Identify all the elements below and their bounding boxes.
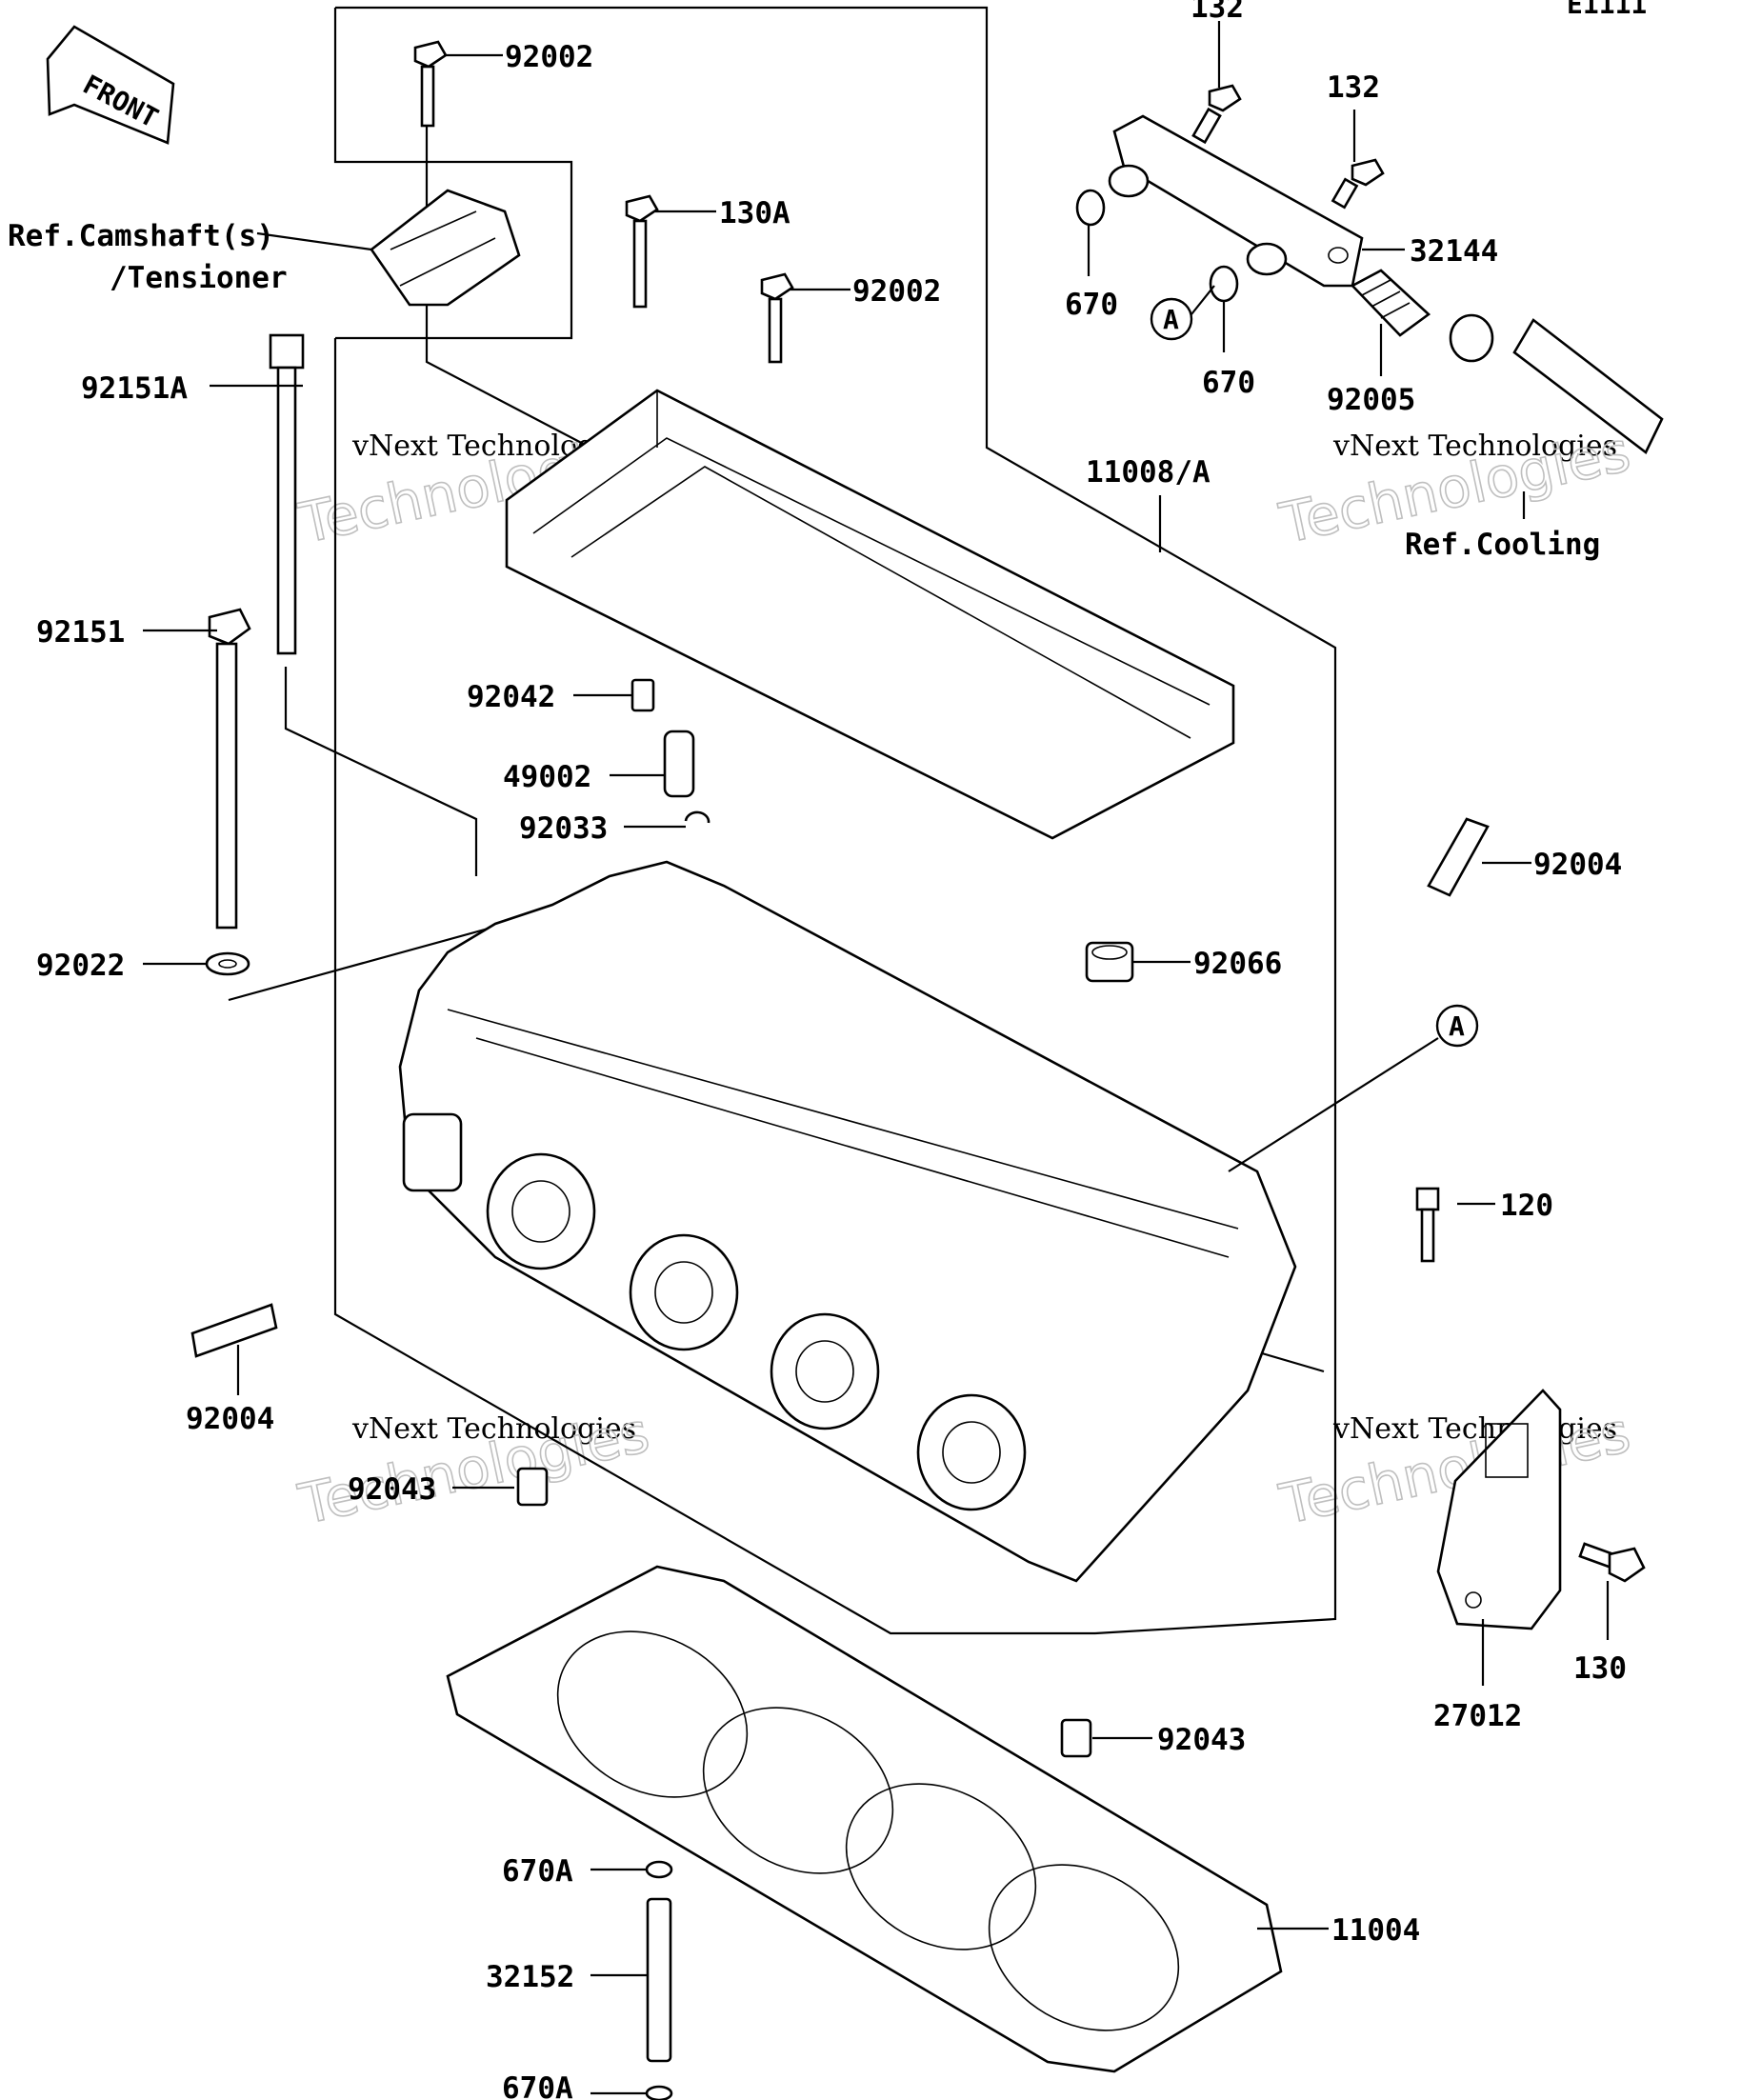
part-labels: 132 132 92002 130A 92002 32144 670 670 9… xyxy=(36,0,1627,2100)
cylinder-head xyxy=(398,860,1297,1583)
part-label: 27012 xyxy=(1433,1699,1522,1733)
part-label: 92042 xyxy=(467,680,555,714)
o-ring-670A-top xyxy=(645,1860,673,1879)
bolt-132-right xyxy=(1331,158,1385,210)
callout-a-right: A xyxy=(1228,1004,1479,1172)
dowel-92043-left xyxy=(516,1467,549,1507)
part-label: 92022 xyxy=(36,949,125,983)
bolt-130 xyxy=(1578,1542,1646,1583)
ref-camshaft-label: Ref.Camshaft(s) xyxy=(8,219,274,253)
part-label: 92033 xyxy=(519,811,608,846)
oil-pipe-32152 xyxy=(646,1897,672,2063)
part-label: 92004 xyxy=(1533,848,1622,882)
watermark-text: vNext Technologies xyxy=(351,1412,636,1446)
part-label: 32152 xyxy=(486,1960,574,1994)
bracket-27012 xyxy=(1436,1389,1562,1630)
stud-92004-right xyxy=(1427,817,1490,897)
part-label: 92043 xyxy=(348,1472,436,1507)
part-label: 132 xyxy=(1191,0,1244,25)
diagram-code: E1111 xyxy=(1567,0,1647,20)
watermark-text: vNext Technologies xyxy=(1332,1412,1617,1446)
part-label: 92002 xyxy=(505,40,593,74)
watermark-text: vNext Technologies xyxy=(1332,430,1617,463)
part-label: 92005 xyxy=(1327,383,1415,417)
o-ring-670-right xyxy=(1209,265,1239,303)
bolt-120 xyxy=(1415,1187,1440,1263)
cooling-hose-ref xyxy=(1512,318,1664,454)
clip-92033 xyxy=(684,810,710,824)
part-label: 92151A xyxy=(81,371,188,406)
part-label: 120 xyxy=(1500,1189,1553,1223)
part-label: 670 xyxy=(1065,288,1118,322)
o-ring-670-left xyxy=(1075,189,1106,227)
front-arrow-icon: FRONT xyxy=(46,25,175,145)
part-label: 92043 xyxy=(1157,1723,1246,1757)
camshaft-holder xyxy=(505,389,1235,840)
part-label: 92066 xyxy=(1193,947,1282,981)
part-label: 92002 xyxy=(852,274,941,309)
bolt-92151A xyxy=(269,333,305,655)
leader-lines xyxy=(143,21,1610,2095)
head-gasket-11004 xyxy=(446,1565,1283,2073)
o-ring-670A-bottom xyxy=(645,2085,673,2100)
part-label: 670A xyxy=(502,1854,573,1889)
water-pipe-32144 xyxy=(1108,114,1364,288)
dowel-92043-right xyxy=(1060,1718,1092,1758)
valve-lifter-49002 xyxy=(663,730,695,798)
bolt-92002-top xyxy=(413,40,448,128)
ref-cooling-label: Ref.Cooling xyxy=(1405,528,1600,562)
part-label: 49002 xyxy=(503,760,591,794)
bolt-130A xyxy=(625,194,659,309)
dowel-92042 xyxy=(630,678,655,712)
bolt-92151 xyxy=(208,608,251,930)
callout-a-left: A xyxy=(1150,285,1215,341)
part-label: 130 xyxy=(1573,1651,1627,1686)
stud-92004-left xyxy=(190,1303,278,1358)
part-label: 32144 xyxy=(1410,234,1498,269)
fitting-92005 xyxy=(1350,269,1431,337)
part-label: 11004 xyxy=(1331,1913,1420,1948)
part-label: 670A xyxy=(502,2071,573,2100)
svg-text:A: A xyxy=(1449,1010,1465,1042)
cap-92066 xyxy=(1085,941,1134,983)
part-label: 130A xyxy=(719,196,790,230)
svg-text:A: A xyxy=(1163,304,1179,335)
part-label: 92004 xyxy=(186,1402,274,1436)
bolt-132-top xyxy=(1191,84,1242,145)
camshaft-tensioner-ref-part xyxy=(370,189,521,307)
part-label: 132 xyxy=(1327,70,1380,105)
ref-tensioner-label: /Tensioner xyxy=(110,261,288,295)
bolt-92002-mid xyxy=(760,272,794,364)
washer-92022 xyxy=(205,951,250,976)
hose-clamp xyxy=(1449,313,1494,363)
part-label: 11008/A xyxy=(1086,455,1211,490)
part-label: 92151 xyxy=(36,615,125,650)
part-label: 670 xyxy=(1202,366,1255,400)
